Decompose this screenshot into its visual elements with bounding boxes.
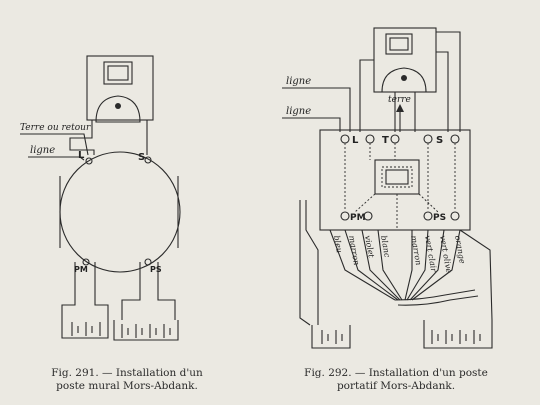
- terminal-PM-right: [363, 211, 373, 221]
- terminal-PS: [144, 258, 152, 266]
- terminal-T: [390, 134, 400, 144]
- label-term-PM: PM: [74, 265, 88, 274]
- label-term-L: L: [78, 150, 85, 161]
- terminal-PS-left: [423, 211, 433, 221]
- wire-color-label: bleu: [332, 235, 344, 254]
- figure-291: Terre ou retour ligne L S PM PS: [20, 55, 181, 341]
- battery-right-2: [423, 229, 493, 349]
- wire-ligne-bottom: [282, 117, 341, 132]
- portable-set-box: [319, 129, 471, 231]
- caption-292-line1: Fig. 292. — Installation d'un poste: [304, 367, 488, 379]
- wire-color-label: blanc: [379, 235, 392, 259]
- caption-figure-291: Fig. 291. — Installation d'un poste mura…: [2, 367, 252, 393]
- inner-coil: [374, 159, 420, 195]
- caption-292-line2: portatif Mors-Abdank.: [336, 380, 456, 392]
- wire-color-label: marron: [347, 235, 361, 266]
- caption-figure-292: Fig. 292. — Installation d'un poste port…: [262, 367, 530, 393]
- wire-color-label: violet: [363, 235, 376, 259]
- label-term-L: L: [352, 135, 359, 146]
- label-term-PS: PS: [150, 265, 162, 274]
- wire-ps-right: [157, 262, 176, 320]
- wire-color-label: marron: [409, 235, 423, 266]
- label-term-PM: PM: [350, 213, 366, 223]
- wire-pm-right: [94, 262, 109, 320]
- wire-ligne-top: [282, 87, 351, 132]
- terminal-L: [85, 157, 93, 165]
- wire-terre-line: [20, 133, 89, 156]
- caption-291-line1: Fig. 291. — Installation d'un: [51, 367, 203, 379]
- wire-terre-retour: [69, 120, 95, 155]
- label-term-T: T: [382, 135, 389, 146]
- label-term-S: S: [138, 152, 145, 163]
- terminal-S-left: [423, 134, 433, 144]
- label-term-PS: PS: [433, 213, 446, 223]
- terminal-L-left: [340, 134, 350, 144]
- portable-telephone-unit: [373, 27, 437, 93]
- wall-telephone-unit: [86, 55, 154, 123]
- terminal-PM: [82, 258, 90, 266]
- terminal-PM-left: [340, 211, 350, 221]
- terminal-S: [144, 156, 152, 164]
- label-ligne: ligne: [30, 145, 55, 156]
- wire-pm-left: [61, 262, 76, 320]
- label-ligne-top: ligne: [286, 76, 311, 87]
- label-ligne-bottom: ligne: [286, 106, 311, 117]
- battery-left-2: [321, 330, 343, 344]
- label-terre: terre: [388, 95, 411, 105]
- cord-wires: [329, 229, 479, 306]
- wire-color-label: orange: [453, 235, 467, 265]
- wall-set-circle: [59, 151, 181, 273]
- label-term-S: S: [436, 135, 443, 146]
- wire-ps-left: [121, 262, 141, 320]
- label-terre-retour: Terre ou retour: [20, 123, 91, 133]
- terminal-S-right: [450, 134, 460, 144]
- battery-left: [61, 320, 109, 339]
- wire-ligne: [28, 156, 85, 161]
- terminal-PS-right: [450, 211, 460, 221]
- battery-right: [113, 320, 179, 341]
- terminal-L-right: [365, 134, 375, 144]
- caption-291-line2: poste mural Mors-Abdank.: [56, 380, 198, 392]
